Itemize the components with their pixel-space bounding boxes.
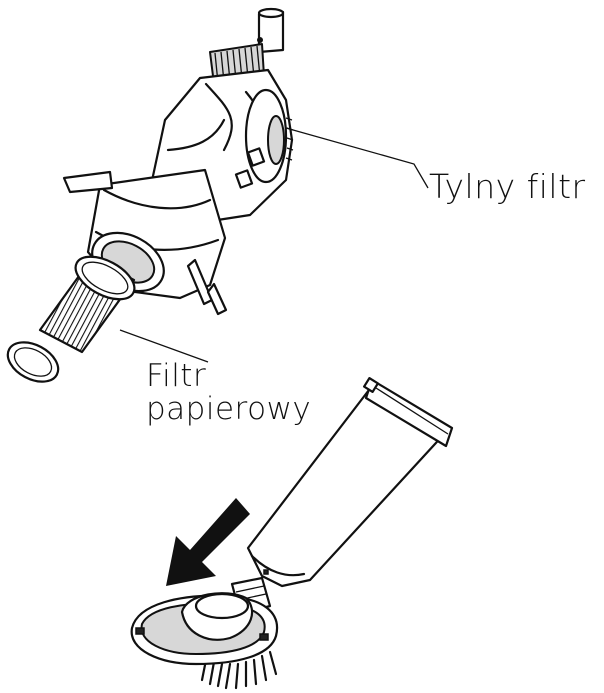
paper-filter-label: Filtr papierowy xyxy=(146,360,311,425)
arrow-down-left-icon xyxy=(166,498,250,586)
rear-filter-label: Tylny filtr xyxy=(429,167,586,206)
brush-head xyxy=(130,576,279,690)
paper-filter-leader-line xyxy=(119,329,209,363)
dust-cone xyxy=(246,377,454,588)
paper-filter-label-line1: Filtr xyxy=(146,358,207,394)
paper-filter xyxy=(6,255,136,383)
rear-filter-leader-line xyxy=(285,127,429,189)
paper-filter-label-line2: papierowy xyxy=(146,390,312,427)
motor-unit xyxy=(62,7,294,316)
